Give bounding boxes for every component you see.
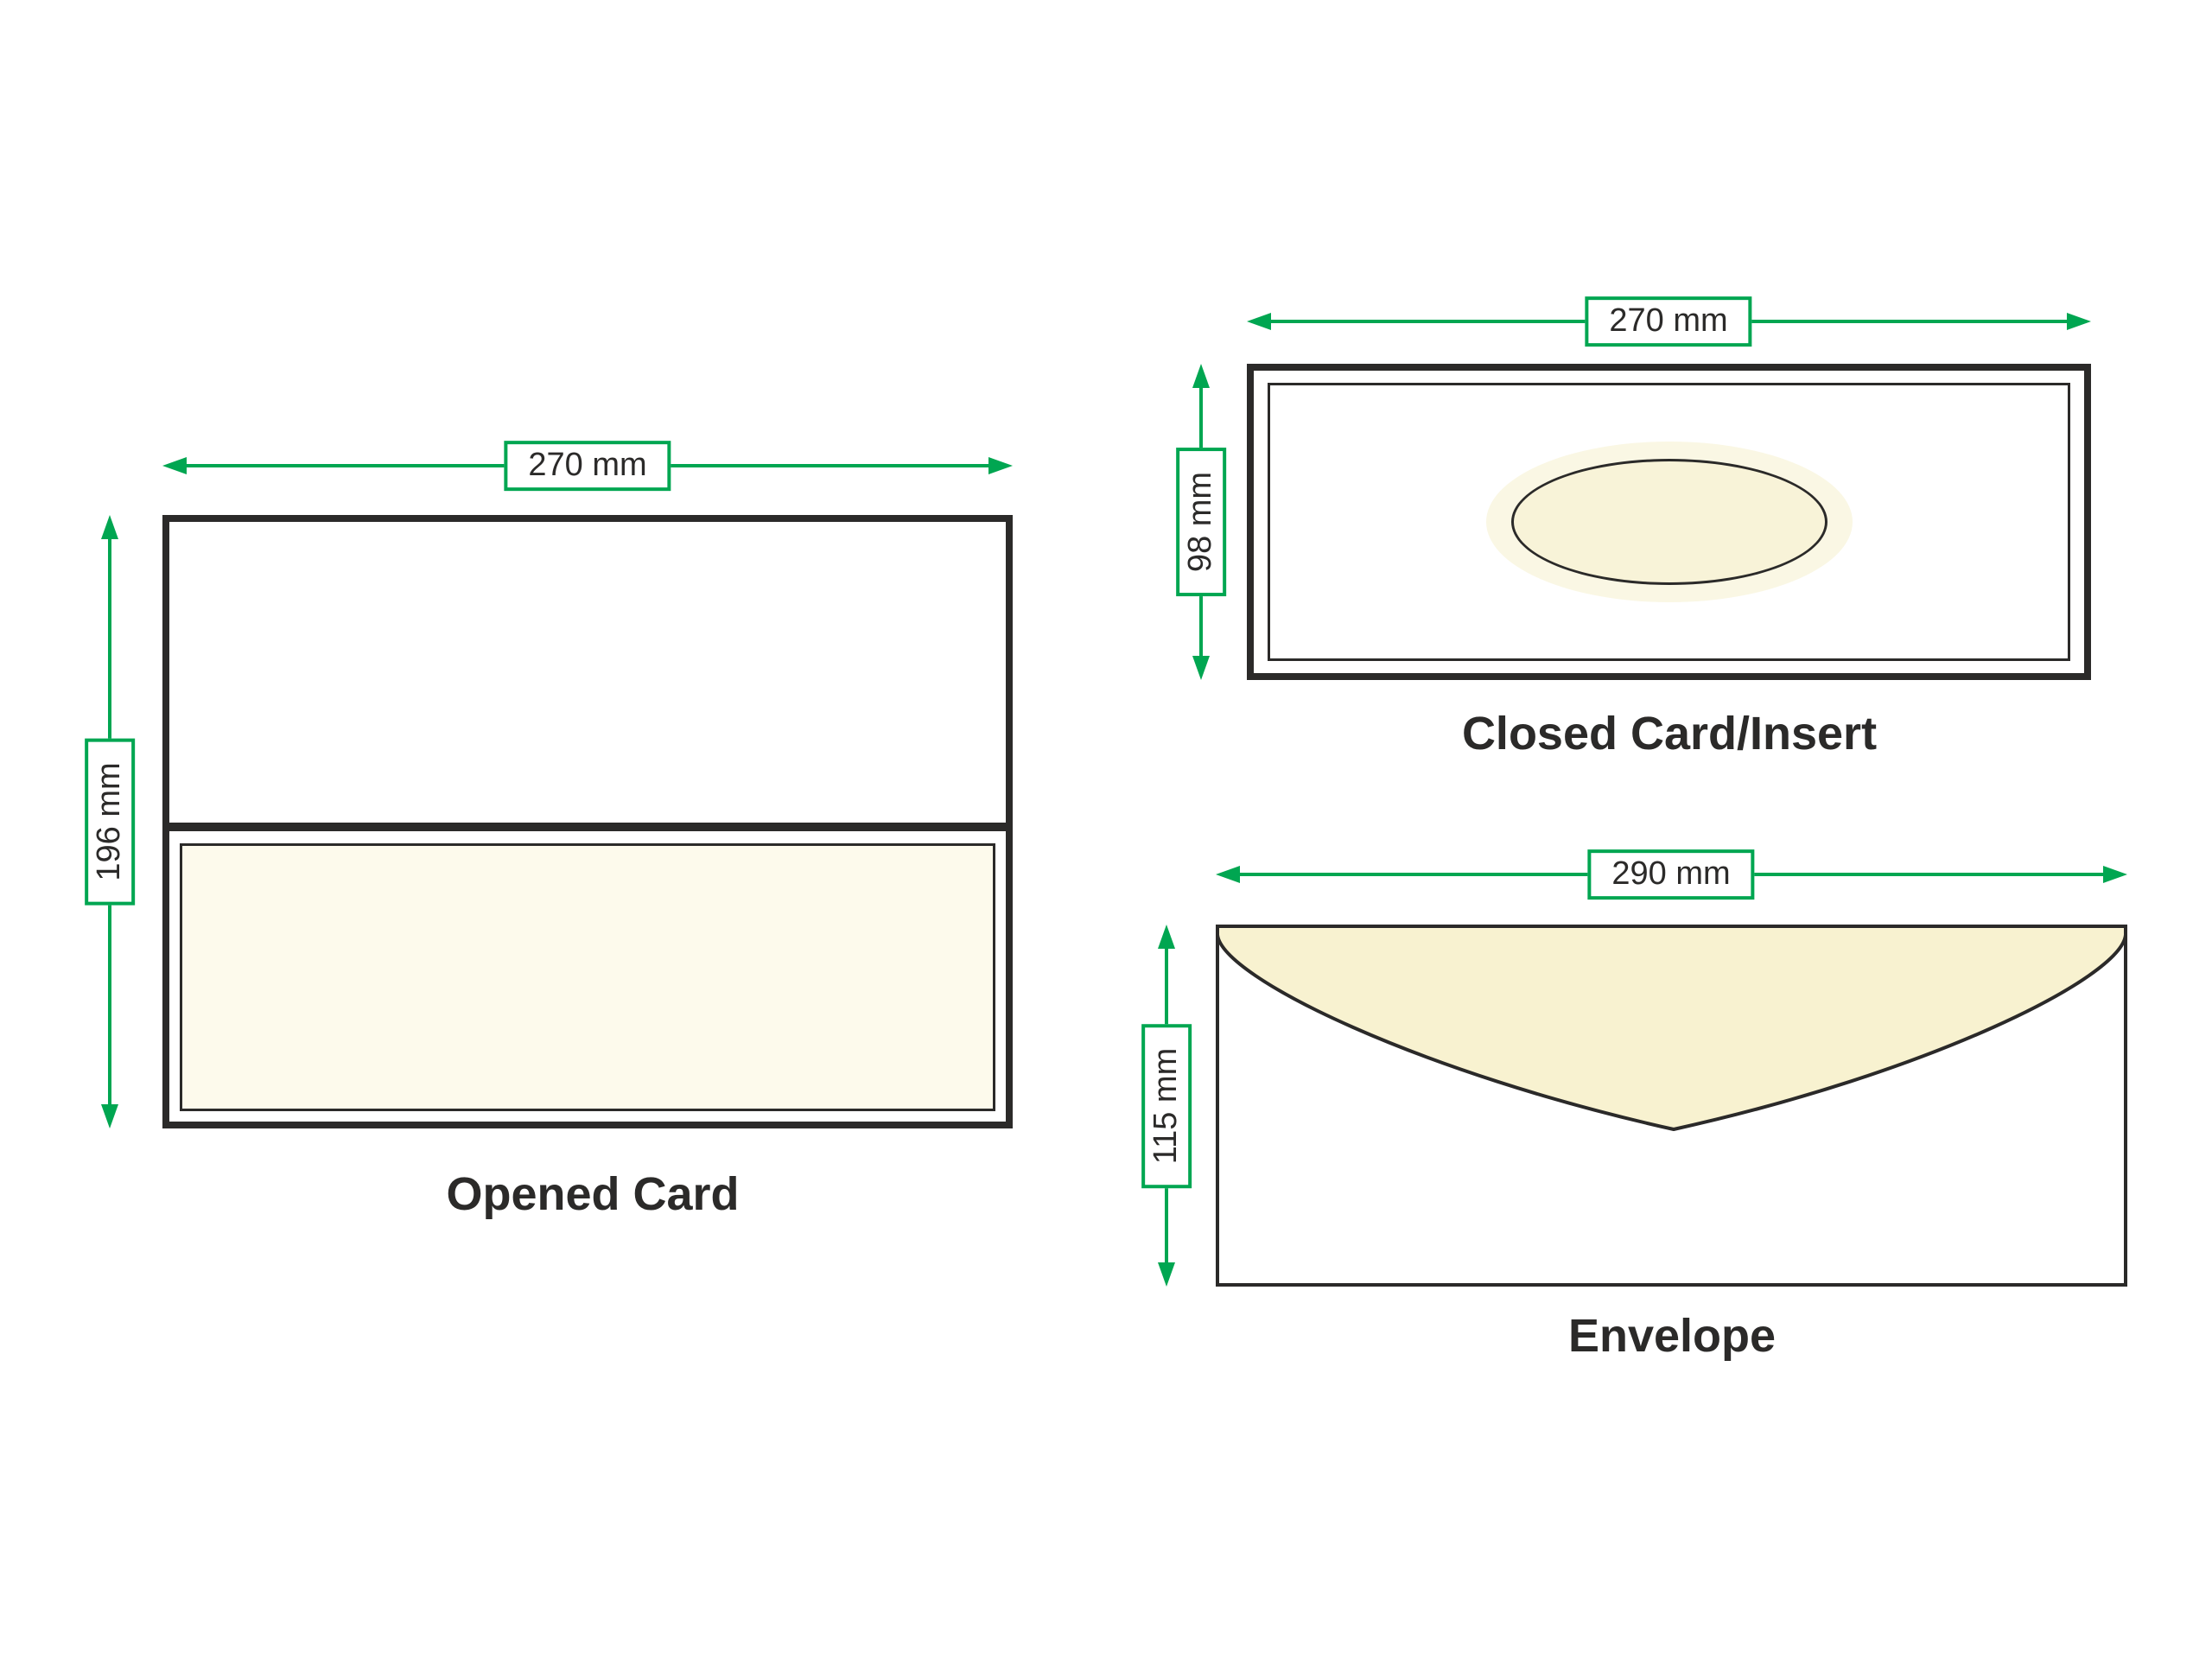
- opened-card-shape: [162, 515, 1013, 1128]
- closed-card-shape: [1247, 364, 2091, 680]
- closed-card-title: Closed Card/Insert: [1461, 708, 1878, 760]
- envelope-title: Envelope: [1567, 1310, 1777, 1362]
- opened-card-title: Opened Card: [446, 1168, 740, 1220]
- envelope-height-label: 115 mm: [1141, 1023, 1192, 1189]
- closed-card-width-label: 270 mm: [1585, 296, 1752, 346]
- opened-card-insert-panel: [180, 843, 995, 1111]
- opened-card-height-label: 196 mm: [85, 738, 135, 906]
- opened-card-width-label: 270 mm: [504, 441, 671, 491]
- closed-card-oval: [1510, 459, 1827, 585]
- envelope-flap: [1216, 925, 2127, 1131]
- opened-card-fold-line: [169, 823, 1006, 831]
- envelope-width-label: 290 mm: [1587, 849, 1755, 899]
- envelope-shape: [1216, 925, 2127, 1287]
- closed-card-height-label: 98 mm: [1176, 447, 1226, 597]
